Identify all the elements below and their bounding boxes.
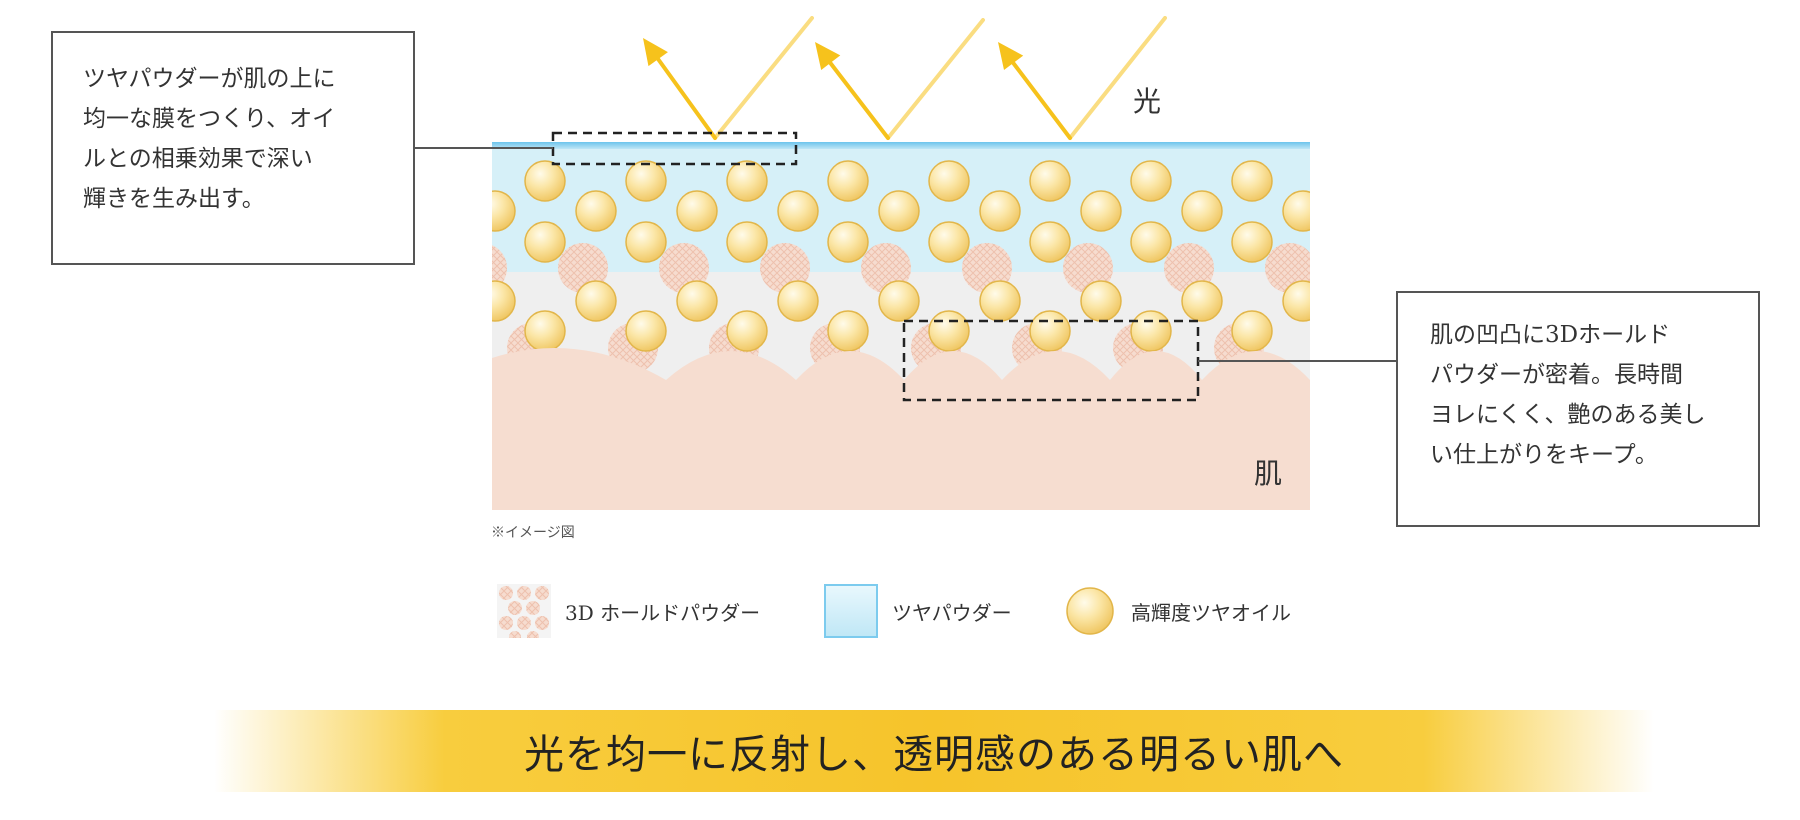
arrowhead-icon (998, 42, 1024, 70)
arrowhead-icon (815, 42, 841, 70)
oil-particle (492, 190, 516, 232)
oil-particle (827, 160, 869, 202)
oil-particle (492, 280, 516, 322)
oil-particle (524, 160, 566, 202)
oil-particle (1080, 190, 1122, 232)
oil-particle (1080, 280, 1122, 322)
oil-particle (928, 160, 970, 202)
oil-particle (575, 280, 617, 322)
oil-particle (1029, 160, 1071, 202)
callout-line: い仕上がりをキープ。 (1430, 442, 1658, 468)
tsuya-powder-callout: ツヤパウダーが肌の上に 均一な膜をつくり、オイ ルとの相乗効果で深い 輝きを生み… (51, 31, 415, 265)
oil-particle (575, 190, 617, 232)
oil-particle (726, 221, 768, 263)
oil-swatch-icon (1066, 587, 1114, 635)
callout-line: パウダーが密着。長時間 (1430, 362, 1683, 388)
banner-text: 光を均一に反射し、透明感のある明るい肌へ (524, 732, 1344, 778)
oil-particle (1282, 190, 1310, 232)
legend-label: 3D ホールドパウダー (565, 600, 761, 625)
oil-particle (625, 221, 667, 263)
oil-particle (1181, 280, 1223, 322)
oil-particle (777, 280, 819, 322)
legend-hold-powder: 3D ホールドパウダー (497, 583, 760, 639)
oil-particle (979, 280, 1021, 322)
oil-particle (524, 221, 566, 263)
hold-powder-callout: 肌の凹凸に3Dホールド パウダーが密着。長時間 ヨレにくく、艶のある美し い仕上… (1396, 291, 1760, 527)
layer-stack (492, 142, 1310, 510)
callout-line: 均一な膜をつくり、オイ (83, 106, 336, 132)
oil-particle (1130, 310, 1172, 352)
oil-particle (1282, 280, 1310, 322)
oil-particle (1231, 160, 1273, 202)
tsuya-surface-line (492, 142, 1310, 149)
callout-line: ツヤパウダーが肌の上に (83, 66, 336, 92)
oil-particle (1029, 221, 1071, 263)
oil-particle (676, 190, 718, 232)
oil-particle (1029, 310, 1071, 352)
skin-layer (492, 347, 1310, 510)
incoming-light-ray (886, 18, 985, 140)
light-label: 光 (1133, 85, 1162, 118)
oil-particle (878, 280, 920, 322)
oil-particle (1130, 160, 1172, 202)
oil-particle (524, 310, 566, 352)
oil-particle (979, 190, 1021, 232)
legend-tsuya-powder: ツヤパウダー (824, 583, 1012, 639)
legend-label: 高輝度ツヤオイル (1131, 600, 1291, 625)
hold-powder-particle (1265, 243, 1310, 293)
oil-particle (1231, 310, 1273, 352)
oil-particle (676, 280, 718, 322)
oil-particle (625, 310, 667, 352)
oil-particle (726, 310, 768, 352)
legend-label: ツヤパウダー (892, 600, 1012, 625)
legend-oil: 高輝度ツヤオイル (1063, 583, 1291, 639)
image-note: ※イメージ図 (491, 525, 575, 541)
callout-line: 肌の凹凸に3Dホールド (1430, 322, 1671, 348)
reflected-light-ray (1006, 54, 1072, 140)
oil-particle (1181, 190, 1223, 232)
callout-line: ルとの相乗効果で深い (83, 146, 313, 172)
oil-particle (1231, 221, 1273, 263)
reflected-light-ray (651, 50, 717, 140)
incoming-light-ray (1068, 16, 1167, 140)
oil-particle (726, 160, 768, 202)
skin-label: 肌 (1254, 457, 1283, 490)
oil-particle (1130, 221, 1172, 263)
reflected-light-ray (823, 54, 890, 140)
arrowhead-icon (643, 38, 668, 67)
light-rays (643, 16, 1167, 140)
oil-particle (625, 160, 667, 202)
oil-particle (827, 221, 869, 263)
callout-line: ヨレにくく、艶のある美し (1430, 402, 1706, 428)
oil-particle (777, 190, 819, 232)
oil-particle (928, 310, 970, 352)
oil-particle (827, 310, 869, 352)
conclusion-banner: 光を均一に反射し、透明感のある明るい肌へ (214, 710, 1654, 792)
callout-line: 輝きを生み出す。 (83, 186, 265, 212)
incoming-light-ray (713, 16, 814, 140)
oil-particle (878, 190, 920, 232)
oil-particle (928, 221, 970, 263)
tsuya-powder-swatch-icon (824, 584, 878, 638)
hold-powder-swatch-icon (497, 584, 551, 638)
hold-powder-particle (492, 245, 507, 291)
